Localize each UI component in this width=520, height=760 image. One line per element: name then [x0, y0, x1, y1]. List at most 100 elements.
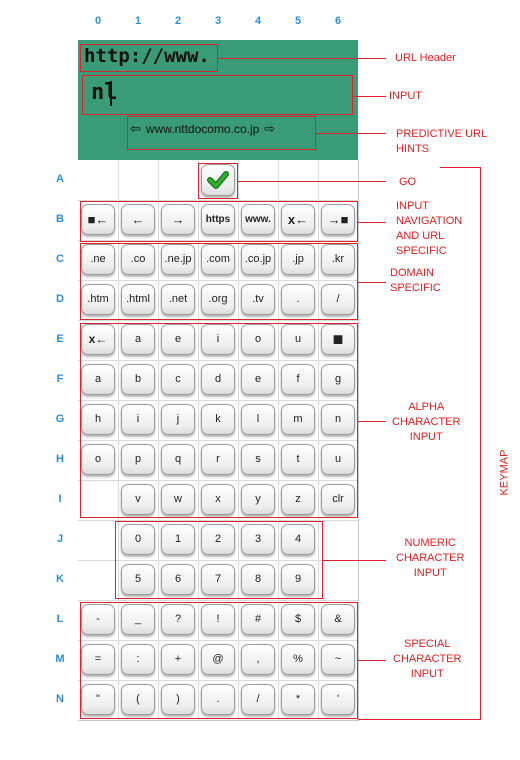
key-e6[interactable]: ■	[321, 323, 355, 355]
hint-right-arrow-icon[interactable]: ⇨	[264, 121, 276, 136]
key-h5[interactable]: t	[281, 443, 315, 475]
key-g4[interactable]: l	[241, 403, 275, 435]
key-f6[interactable]: g	[321, 363, 355, 395]
key-i1[interactable]: v	[121, 483, 155, 515]
grid-line	[78, 560, 358, 561]
key-d6[interactable]: /	[321, 283, 355, 315]
key-c0[interactable]: .ne	[81, 243, 115, 275]
annotation-domain: DOMAIN SPECIFIC	[390, 267, 441, 294]
key-e5[interactable]: u	[281, 323, 315, 355]
key-k2[interactable]: 6	[161, 563, 195, 595]
go-button[interactable]	[201, 164, 235, 196]
key-h6[interactable]: u	[321, 443, 355, 475]
key-g1[interactable]: i	[121, 403, 155, 435]
key-m5[interactable]: %	[281, 643, 315, 675]
key-m3[interactable]: @	[201, 643, 235, 675]
key-m4[interactable]: ,	[241, 643, 275, 675]
key-n6[interactable]: '	[321, 683, 355, 715]
row-label: L	[56, 613, 64, 625]
key-f1[interactable]: b	[121, 363, 155, 395]
key-f4[interactable]: e	[241, 363, 275, 395]
key-i6[interactable]: clr	[321, 483, 355, 515]
key-n5[interactable]: *	[281, 683, 315, 715]
key-n1[interactable]: (	[121, 683, 155, 715]
key-h0[interactable]: o	[81, 443, 115, 475]
key-i5[interactable]: z	[281, 483, 315, 515]
key-n3[interactable]: .	[201, 683, 235, 715]
key-n4[interactable]: /	[241, 683, 275, 715]
grid-line	[78, 600, 358, 601]
hint-url[interactable]: www.nttdocomo.co.jp	[145, 122, 260, 136]
key-l3[interactable]: !	[201, 603, 235, 635]
key-e4[interactable]: o	[241, 323, 275, 355]
key-e3[interactable]: i	[201, 323, 235, 355]
key-m0[interactable]: =	[81, 643, 115, 675]
key-c4[interactable]: .co.jp	[241, 243, 275, 275]
grid-line	[78, 440, 358, 441]
jump-end-key[interactable]: →■	[321, 203, 355, 235]
key-h3[interactable]: r	[201, 443, 235, 475]
key-f2[interactable]: c	[161, 363, 195, 395]
key-f5[interactable]: f	[281, 363, 315, 395]
key-i4[interactable]: y	[241, 483, 275, 515]
key-g2[interactable]: j	[161, 403, 195, 435]
key-m2[interactable]: +	[161, 643, 195, 675]
https-key[interactable]: https	[201, 203, 235, 235]
key-c5[interactable]: .jp	[281, 243, 315, 275]
key-g5[interactable]: m	[281, 403, 315, 435]
key-n2[interactable]: )	[161, 683, 195, 715]
key-n0[interactable]: "	[81, 683, 115, 715]
key-e0[interactable]: x←	[81, 323, 115, 355]
key-i2[interactable]: w	[161, 483, 195, 515]
cursor-right-key[interactable]: →	[161, 203, 195, 235]
www-key[interactable]: www.	[241, 203, 275, 235]
key-d0[interactable]: .htm	[81, 283, 115, 315]
key-l2[interactable]: ?	[161, 603, 195, 635]
key-f3[interactable]: d	[201, 363, 235, 395]
key-d3[interactable]: .org	[201, 283, 235, 315]
key-g0[interactable]: h	[81, 403, 115, 435]
key-l5[interactable]: $	[281, 603, 315, 635]
key-k3[interactable]: 7	[201, 563, 235, 595]
key-c3[interactable]: .com	[201, 243, 235, 275]
key-h4[interactable]: s	[241, 443, 275, 475]
row-label: M	[55, 653, 65, 665]
key-h2[interactable]: q	[161, 443, 195, 475]
key-m1[interactable]: :	[121, 643, 155, 675]
key-m6[interactable]: ~	[321, 643, 355, 675]
key-k4[interactable]: 8	[241, 563, 275, 595]
key-k1[interactable]: 5	[121, 563, 155, 595]
key-l6[interactable]: &	[321, 603, 355, 635]
key-h1[interactable]: p	[121, 443, 155, 475]
key-g6[interactable]: n	[321, 403, 355, 435]
cursor-left-key[interactable]: ←	[121, 203, 155, 235]
input-text[interactable]: nl	[91, 80, 118, 105]
key-l0[interactable]: -	[81, 603, 115, 635]
key-k5[interactable]: 9	[281, 563, 315, 595]
key-c1[interactable]: .co	[121, 243, 155, 275]
key-l4[interactable]: #	[241, 603, 275, 635]
hint-left-arrow-icon[interactable]: ⇦	[130, 121, 141, 136]
key-j5[interactable]: 4	[281, 523, 315, 555]
jump-start-key[interactable]: ■←	[81, 203, 115, 235]
key-j1[interactable]: 0	[121, 523, 155, 555]
key-d4[interactable]: .tv	[241, 283, 275, 315]
row-label: B	[56, 213, 64, 225]
backspace-key[interactable]: x←	[281, 203, 315, 235]
row-label: A	[56, 173, 64, 185]
key-e1[interactable]: a	[121, 323, 155, 355]
key-d2[interactable]: .net	[161, 283, 195, 315]
key-c2[interactable]: .ne.jp	[161, 243, 195, 275]
key-c6[interactable]: .kr	[321, 243, 355, 275]
key-j4[interactable]: 3	[241, 523, 275, 555]
key-g3[interactable]: k	[201, 403, 235, 435]
key-l1[interactable]: _	[121, 603, 155, 635]
key-d5[interactable]: .	[281, 283, 315, 315]
key-f0[interactable]: a	[81, 363, 115, 395]
key-d1[interactable]: .html	[121, 283, 155, 315]
key-i3[interactable]: x	[201, 483, 235, 515]
key-e2[interactable]: e	[161, 323, 195, 355]
predictive-url-hint[interactable]: ⇦ www.nttdocomo.co.jp ⇨	[130, 121, 275, 137]
key-j2[interactable]: 1	[161, 523, 195, 555]
key-j3[interactable]: 2	[201, 523, 235, 555]
